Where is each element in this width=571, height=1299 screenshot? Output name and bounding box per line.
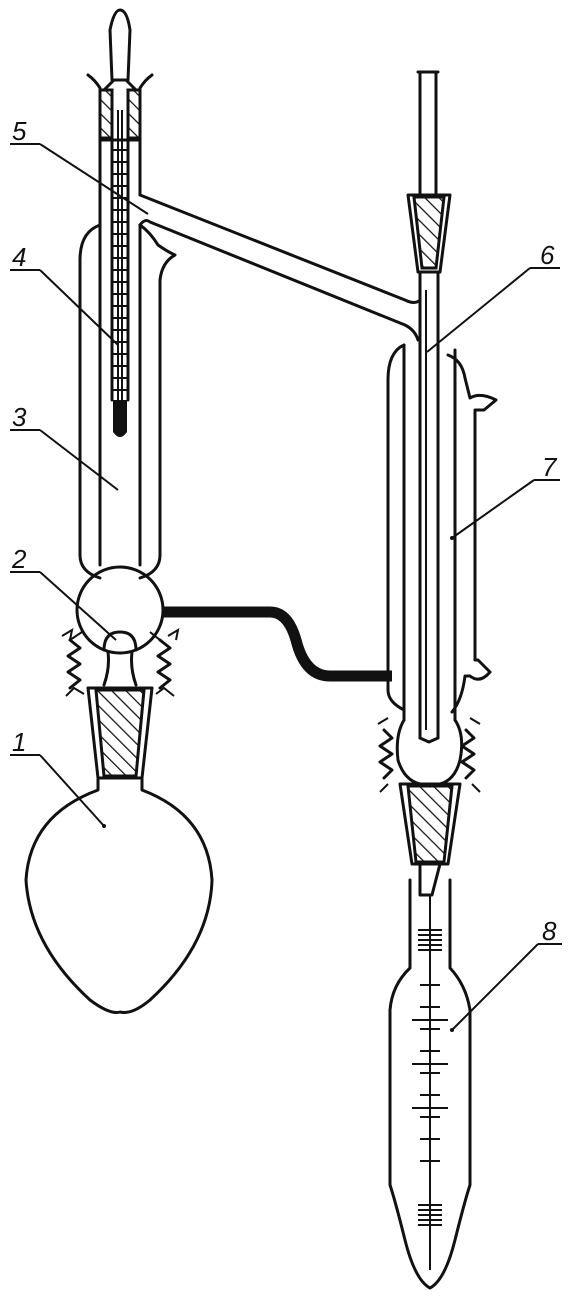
label-8: 8: [542, 916, 557, 946]
receiver-tube: [388, 878, 472, 1290]
thermometer: [86, 8, 154, 437]
stopper-right: [398, 782, 462, 897]
stopper-left: [86, 686, 154, 780]
thermometer-scale: [112, 149, 128, 391]
column-tube: [78, 138, 177, 580]
label-2: 2: [11, 544, 27, 574]
label-3: 3: [12, 402, 27, 432]
inner-tube: [406, 70, 452, 744]
label-6: 6: [540, 240, 555, 270]
ball-joint-right: [377, 717, 481, 793]
flask: [24, 776, 214, 1014]
receiver-scale: [412, 929, 448, 1226]
label-5: 5: [12, 116, 27, 146]
label-4: 4: [12, 242, 26, 272]
label-7: 7: [542, 452, 558, 482]
condenser-jacket: [386, 343, 498, 722]
leader-lines: [10, 143, 562, 1031]
connecting-hose: [162, 606, 392, 682]
spring-clamp-left: [61, 627, 180, 697]
ball-joint: [75, 565, 165, 687]
vapour-side-arm: [138, 193, 422, 342]
label-1: 1: [12, 727, 26, 757]
